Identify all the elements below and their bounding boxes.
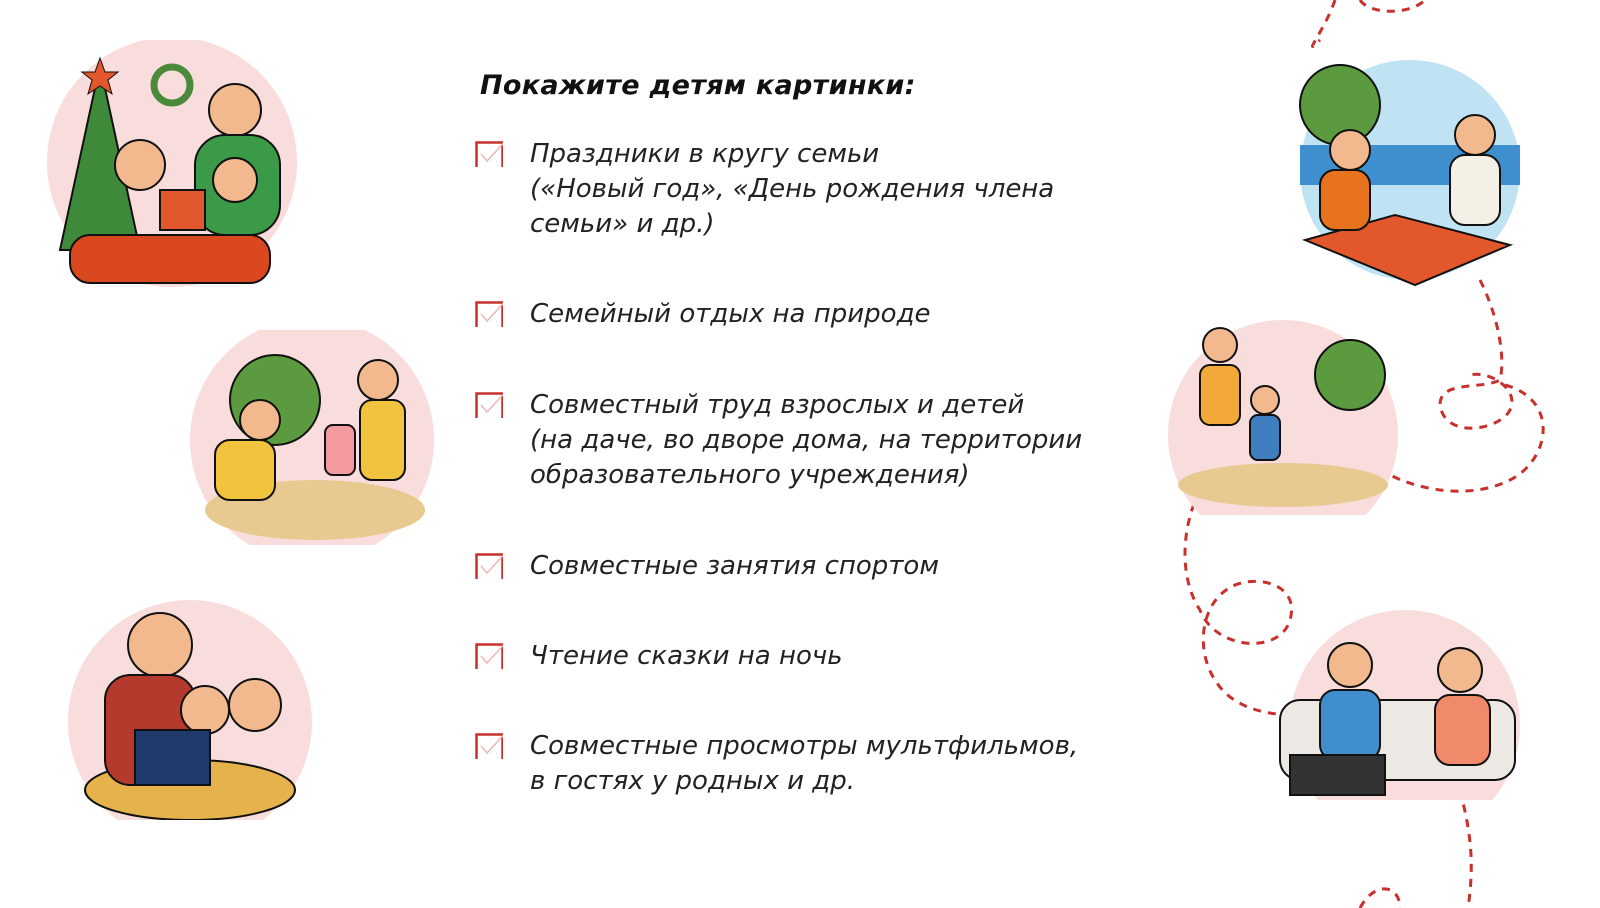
checklist-item-text: Праздники в кругу семьи («Новый год», «Д… — [530, 139, 1055, 239]
watching-tv-illustration — [1279, 610, 1520, 800]
checkbox-checked-icon — [475, 141, 503, 167]
checkbox-checked-icon — [475, 643, 503, 669]
gardening-illustration — [190, 330, 434, 545]
page-title: Покажите детям картинки: — [480, 70, 916, 101]
checklist-item-text: Совместные занятия спортом — [530, 551, 939, 581]
checklist-item-text: Совместные просмотры мультфильмов, в гос… — [530, 731, 1079, 796]
family-sport-illustration — [1168, 320, 1398, 515]
checkbox-checked-icon — [475, 392, 503, 418]
picnic-illustration — [1299, 60, 1520, 287]
checklist-item-text: Совместный труд взрослых и детей (на дач… — [530, 390, 1083, 490]
checkbox-checked-icon — [475, 553, 503, 579]
checkbox-checked-icon — [475, 301, 503, 327]
bedtime-reading-illustration — [68, 600, 312, 820]
checklist-item-text: Семейный отдых на природе — [530, 299, 931, 329]
checkbox-checked-icon — [475, 733, 503, 759]
checklist-item-text: Чтение сказки на ночь — [530, 641, 843, 671]
family-holiday-illustration — [47, 40, 297, 287]
